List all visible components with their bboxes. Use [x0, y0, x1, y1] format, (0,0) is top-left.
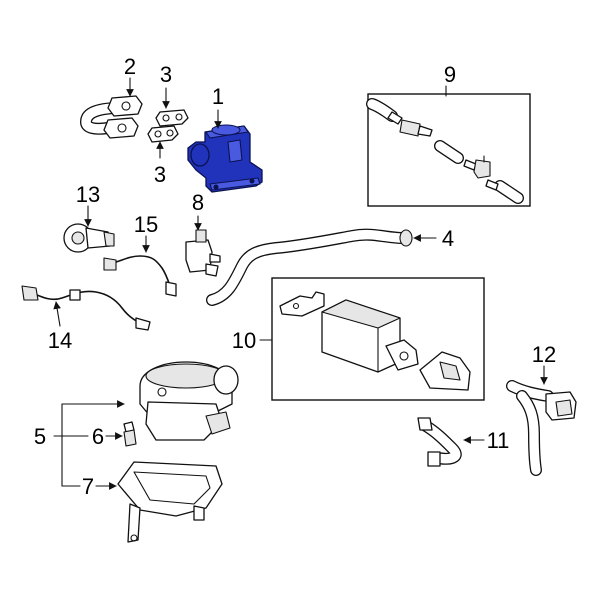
- part-14-wire-sensor[interactable]: [21, 285, 151, 331]
- part-6-fitting[interactable]: [123, 421, 137, 447]
- callout-12: 12: [532, 342, 556, 367]
- callout-2: 2: [124, 54, 136, 79]
- callout-11: 11: [487, 428, 510, 453]
- callout-9: 9: [444, 62, 456, 87]
- part-10-canister-bracket-right[interactable]: [419, 351, 471, 391]
- part-9-frame: [367, 93, 531, 207]
- callout-3-upper: 3: [160, 62, 172, 87]
- part-11-pipe[interactable]: [417, 417, 462, 467]
- part-3-gasket-lower[interactable]: [147, 125, 179, 143]
- callout-4: 4: [442, 226, 454, 251]
- part-10-canister-bracket[interactable]: [279, 291, 325, 317]
- part-7-bracket[interactable]: [117, 461, 223, 543]
- part-10-charcoal-canister[interactable]: [321, 299, 419, 373]
- callout-1: 1: [212, 84, 224, 109]
- callout-10: 10: [232, 328, 256, 353]
- callout-5: 5: [34, 424, 46, 449]
- callout-8: 8: [192, 190, 204, 215]
- part-12-valve-hoses[interactable]: [506, 380, 577, 476]
- part-5-air-pump[interactable]: [139, 361, 239, 441]
- part-8-solenoid-valve[interactable]: [185, 229, 221, 277]
- leader-lines: [53, 77, 548, 490]
- part-15-sensor-wire[interactable]: [103, 255, 177, 297]
- part-10-frame: [271, 277, 485, 401]
- part-13-sensor[interactable]: [63, 223, 115, 253]
- part-4-hose[interactable]: [206, 228, 413, 306]
- callout-6: 6: [92, 424, 104, 449]
- part-1-valve-highlighted[interactable]: [187, 124, 263, 193]
- callout-14: 14: [48, 328, 72, 353]
- callout-15: 15: [134, 212, 158, 237]
- part-3-gasket-upper[interactable]: [155, 109, 189, 127]
- part-9-vapor-line[interactable]: [366, 98, 524, 204]
- callout-7: 7: [82, 474, 94, 499]
- callout-13: 13: [76, 182, 100, 207]
- callout-3-lower: 3: [154, 162, 166, 187]
- part-2-pipe-flange[interactable]: [80, 95, 143, 139]
